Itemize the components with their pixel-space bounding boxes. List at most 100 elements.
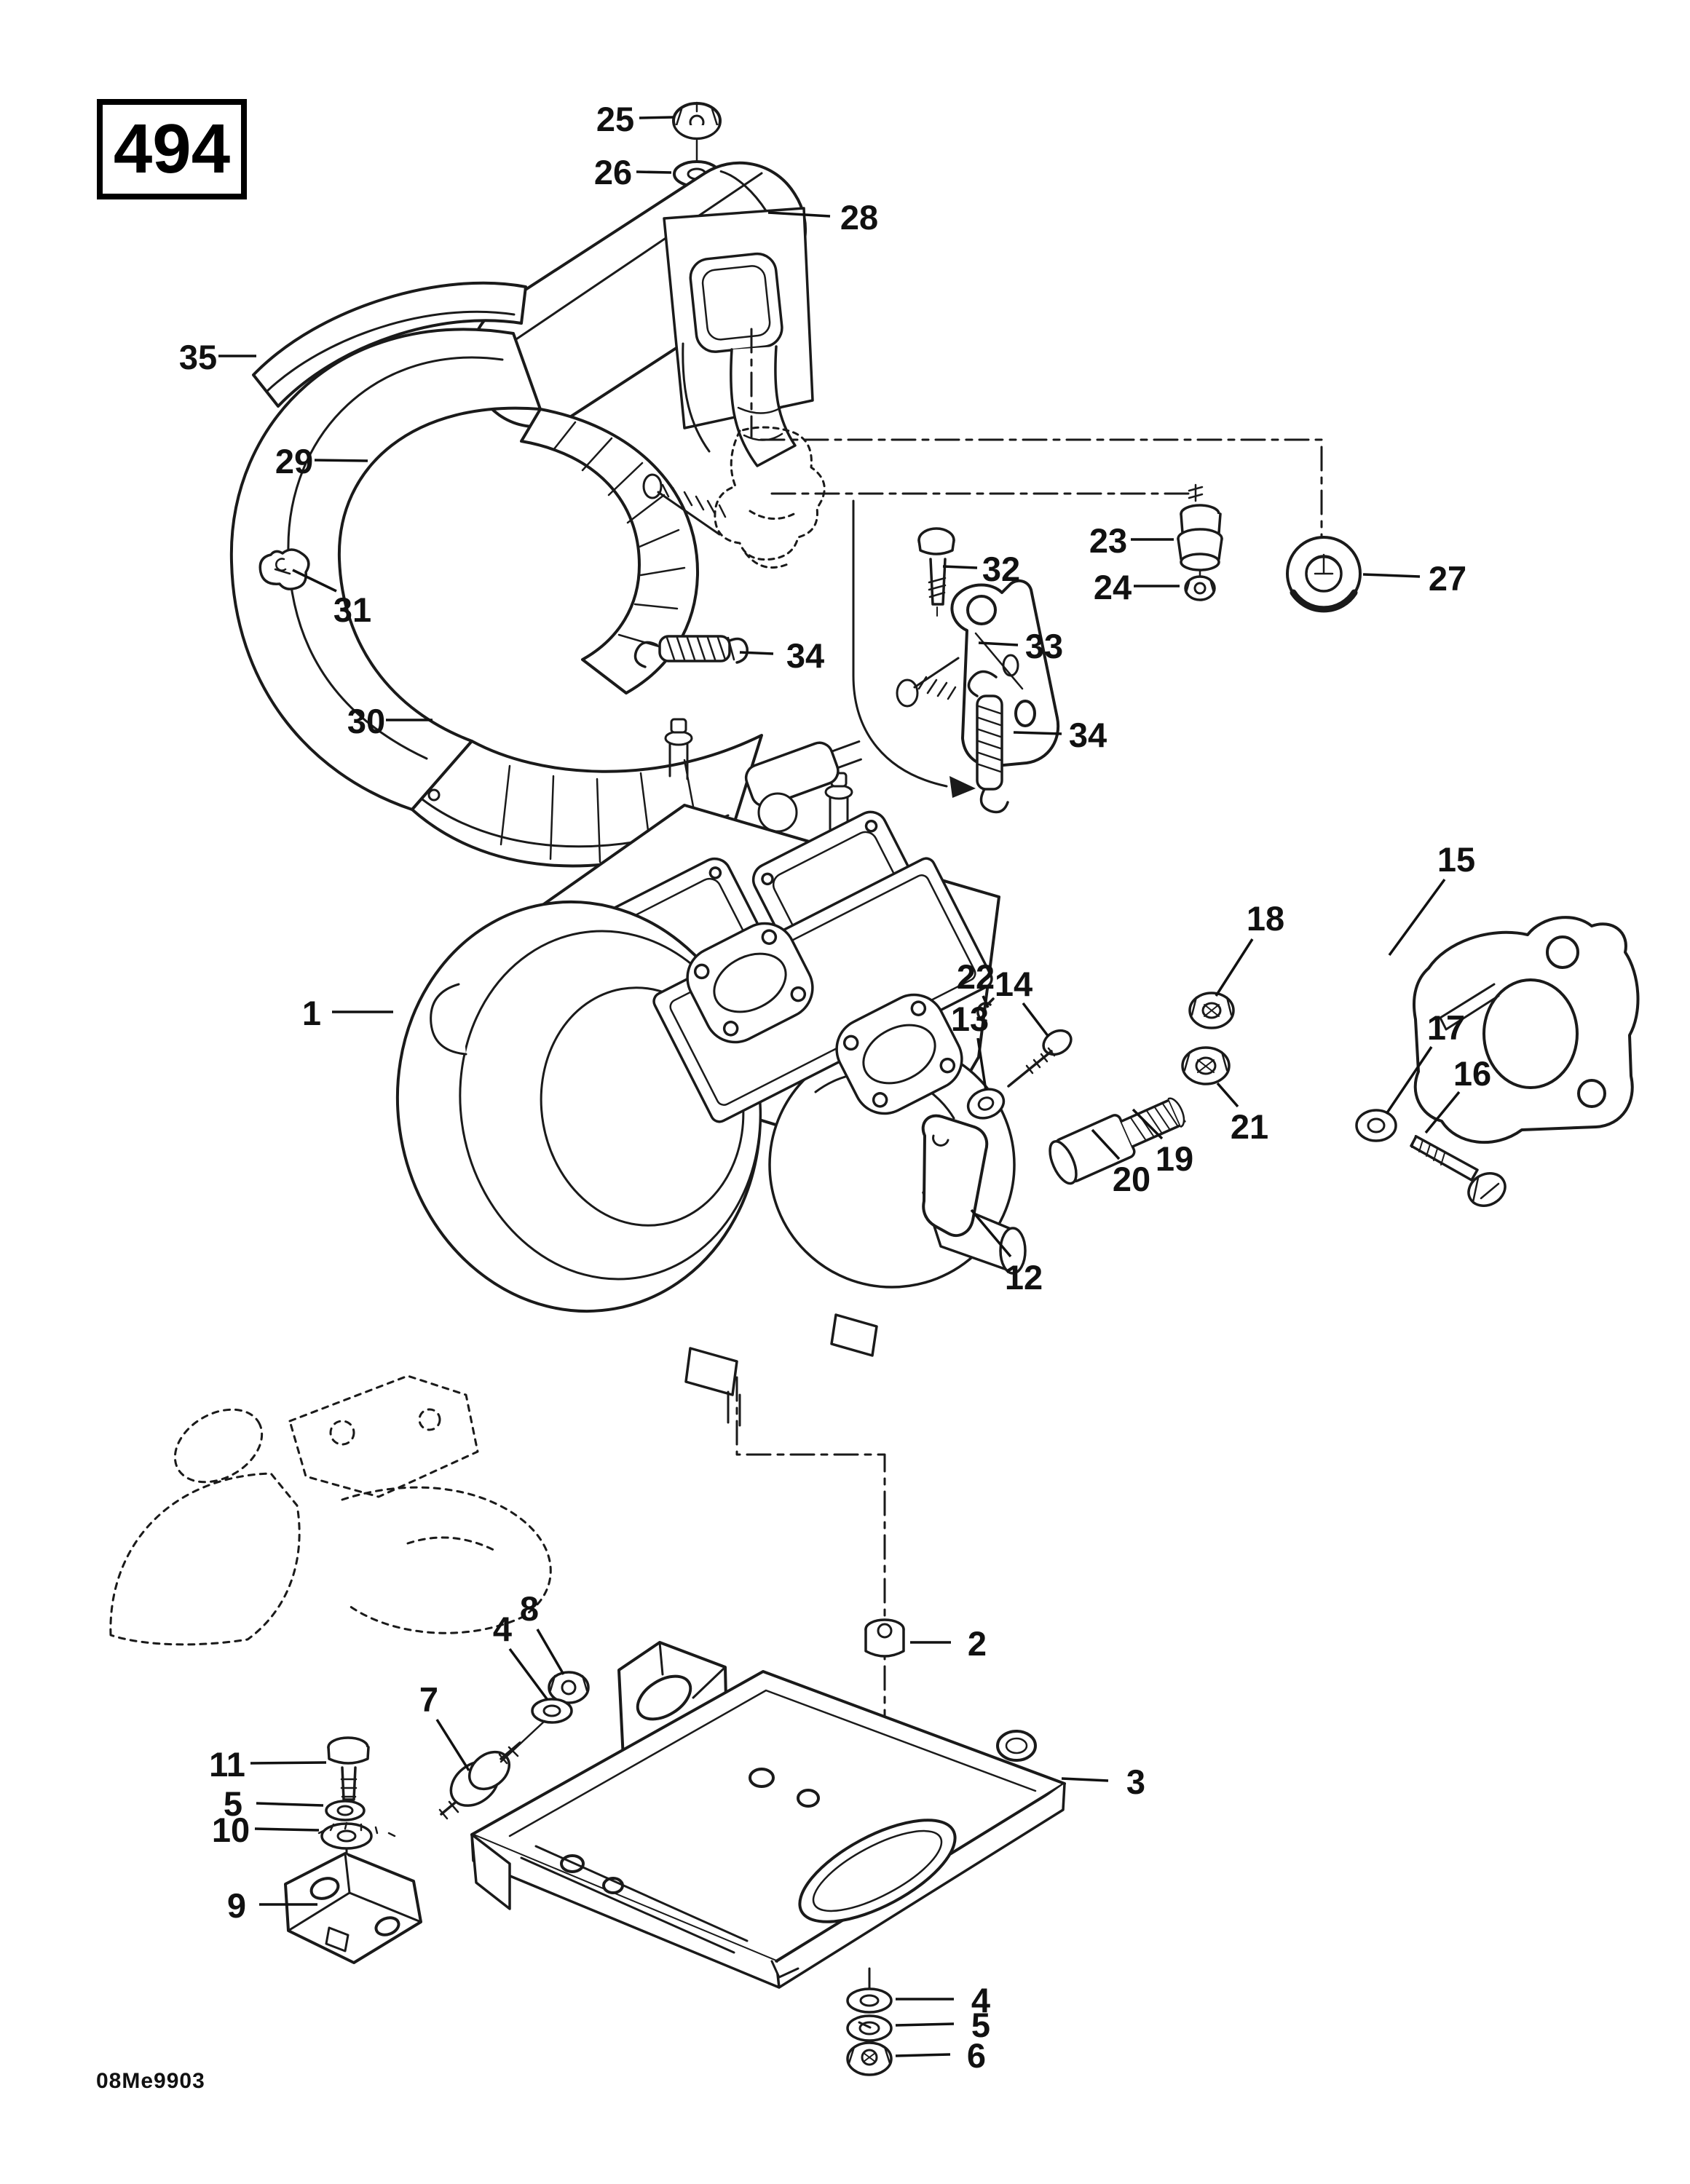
part-callout-33-12: 33 <box>1025 627 1063 665</box>
washer-4-upper <box>500 1698 573 1763</box>
rubber-mount-23 <box>1177 483 1223 571</box>
flange-nut-18 <box>1188 992 1235 1029</box>
part-callout-26-1: 26 <box>594 153 632 191</box>
spacer-2 <box>864 1618 905 1658</box>
leader-line-29-4 <box>314 459 368 462</box>
leader-line-7-30 <box>435 1719 470 1771</box>
part-callout-15-15: 15 <box>1437 840 1475 879</box>
leader-line-11-31 <box>250 1761 327 1765</box>
nut-24 <box>1184 569 1216 601</box>
leader-line-14-18 <box>1022 1002 1050 1038</box>
document-code: 08Me9903 <box>96 2069 205 2093</box>
part-callout-6-37: 6 <box>967 2036 986 2075</box>
part-callout-23-8: 23 <box>1089 521 1127 560</box>
support-12 <box>921 1114 989 1238</box>
screw-14 <box>1007 1029 1073 1088</box>
part-callout-7-30: 7 <box>419 1680 438 1719</box>
leader-line-21-22 <box>1216 1082 1239 1108</box>
part-callout-3-27: 3 <box>1126 1762 1145 1801</box>
part-callout-4-29: 4 <box>493 1610 512 1648</box>
part-callout-11-31: 11 <box>209 1745 245 1784</box>
leader-line-18-16 <box>1215 938 1254 997</box>
part-callout-17-20: 17 <box>1427 1008 1465 1047</box>
reference-lines <box>735 328 1323 1769</box>
leader-line-15-15 <box>1388 878 1446 957</box>
part-callout-5-36: 5 <box>971 2006 990 2044</box>
leader-line-27-10 <box>1362 573 1421 578</box>
flange-nut-25 <box>672 101 722 140</box>
spring-34-right <box>967 670 1009 814</box>
part-callout-28-2: 28 <box>840 198 878 237</box>
part-callout-27-10: 27 <box>1429 559 1466 598</box>
leader-line-33-12 <box>978 641 1019 646</box>
leader-line-4-29 <box>508 1647 549 1701</box>
leader-line-13-19 <box>976 1037 987 1091</box>
sleeve-20-bolt-19 <box>1049 1097 1186 1185</box>
part-callout-21-22: 21 <box>1231 1107 1268 1146</box>
engine-bracket-15 <box>1413 916 1640 1144</box>
lock-washer-5-bottom <box>846 2014 893 2042</box>
grommet-27 <box>1286 536 1362 613</box>
leader-line-26-1 <box>636 170 672 174</box>
flange-nut-8 <box>548 1671 590 1704</box>
leader-line-22-17 <box>982 995 990 1008</box>
part-callout-8-28: 8 <box>520 1589 539 1628</box>
leader-line-19-23 <box>1132 1108 1164 1140</box>
flange-nut-21 <box>1181 1046 1231 1085</box>
part-callout-25-0: 25 <box>596 100 634 138</box>
bracket-33 <box>950 579 1060 768</box>
washer-4-bottom <box>846 1967 893 2014</box>
pipe-spring-screw <box>642 473 727 536</box>
mount-plate-drawing <box>470 1641 1066 1989</box>
manifold-ghost <box>109 1374 552 1646</box>
part-callout-19-23: 19 <box>1156 1139 1193 1178</box>
leader-line-34-13 <box>1013 731 1062 735</box>
part-callout-24-9: 24 <box>1094 568 1132 606</box>
flange-nut-6 <box>846 2041 893 2076</box>
leader-line-28-2 <box>767 211 831 218</box>
part-callout-12-25: 12 <box>1005 1258 1043 1297</box>
part-callout-34-7: 34 <box>786 636 824 675</box>
bolt-32 <box>917 527 955 617</box>
part-callout-2-26: 2 <box>968 1624 987 1663</box>
leader-line-12-25 <box>970 1208 1012 1258</box>
leader-line-25-0 <box>639 116 674 119</box>
leader-line-31-5 <box>292 569 337 593</box>
leader-line-16-21 <box>1424 1091 1461 1134</box>
leader-line-8-28 <box>536 1629 565 1675</box>
part-callout-14-18: 14 <box>995 965 1032 1003</box>
part-callout-16-21: 16 <box>1453 1054 1491 1093</box>
bracket-9 <box>284 1852 422 1964</box>
bolt-11 <box>327 1736 370 1801</box>
spring-pointer-arrow <box>852 499 976 798</box>
leader-line-32-11 <box>942 565 978 569</box>
leader-line-10-33 <box>254 1827 320 1832</box>
screw-near-bracket <box>896 657 960 708</box>
part-callout-22-17: 22 <box>957 957 995 996</box>
washer-17 <box>1355 1109 1397 1142</box>
leader-line-5-36 <box>895 2022 955 2027</box>
leader-line-3-27 <box>1061 1777 1109 1782</box>
part-callout-5-32: 5 <box>224 1784 242 1823</box>
part-callout-9-34: 9 <box>227 1886 246 1925</box>
leader-line-17-20 <box>1385 1046 1433 1115</box>
part-callout-32-11: 32 <box>982 550 1020 588</box>
part-callout-10-33: 10 <box>212 1811 250 1849</box>
leader-line-6-37 <box>895 2053 951 2057</box>
part-callout-35-3: 35 <box>179 338 217 376</box>
frame-number: 494 <box>113 110 231 188</box>
leader-line-34-7 <box>739 651 774 655</box>
muffler-drawing <box>469 161 814 467</box>
leader-line-20-24 <box>1091 1128 1121 1160</box>
part-callout-4-35: 4 <box>971 1981 990 2019</box>
washer-13 <box>966 1088 1006 1120</box>
part-callout-18-16: 18 <box>1247 899 1284 938</box>
part-callout-13-19: 13 <box>951 1000 989 1038</box>
part-callout-34-13: 34 <box>1069 716 1107 754</box>
part-callout-30-6: 30 <box>347 702 385 740</box>
bolt-16 <box>1410 1135 1507 1207</box>
clamp-drawing <box>258 548 310 590</box>
